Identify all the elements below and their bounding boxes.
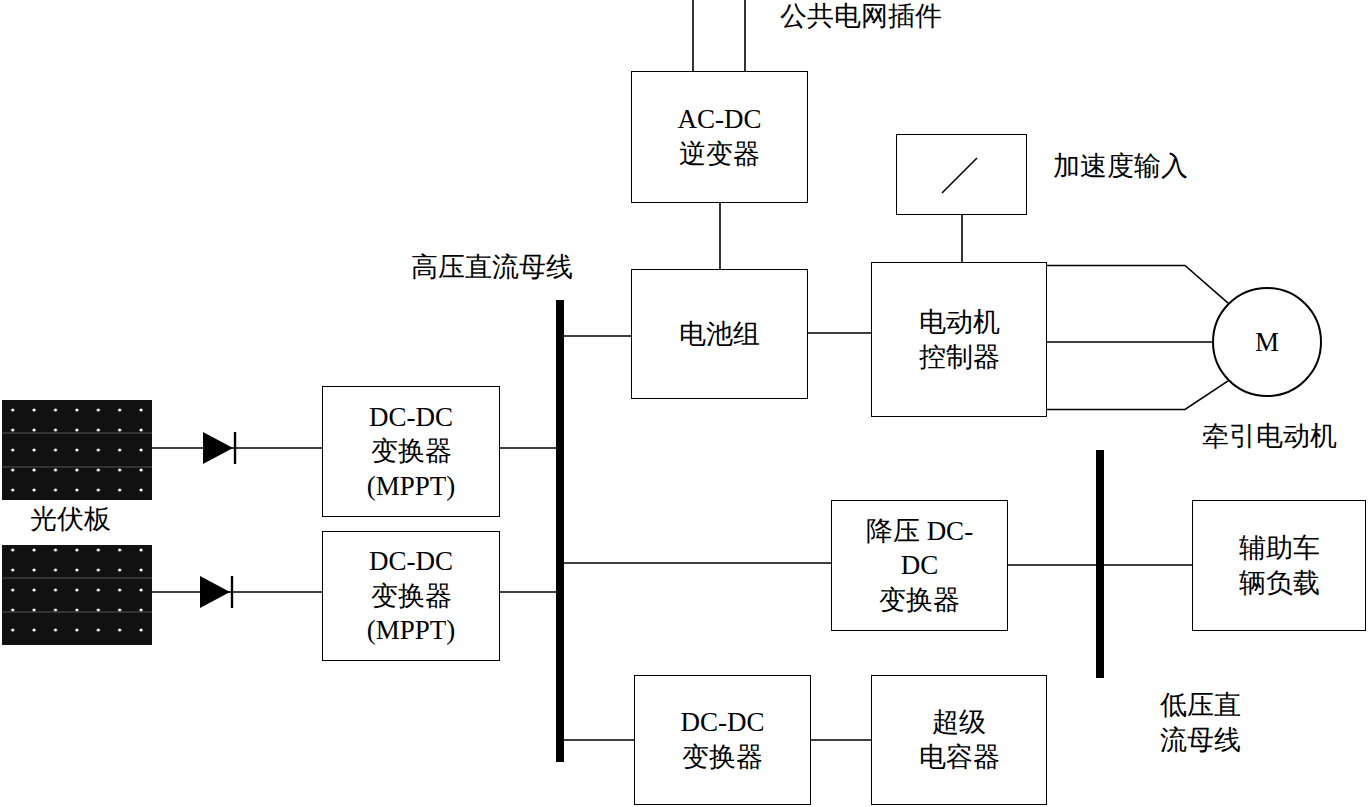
- load-box: 辅助车 辆负载: [1192, 500, 1366, 631]
- node-text: 电池组: [645, 317, 795, 352]
- diode-symbol: [200, 576, 232, 608]
- node-text: 辅助车 辆负载: [1224, 531, 1334, 600]
- node-text: DC-DC 变换器 (MPPT): [352, 544, 470, 648]
- connector-line: [961, 215, 963, 262]
- capacitor-box: 超级 电容器: [871, 675, 1047, 805]
- motor-circle: M牵引电动机: [1212, 287, 1322, 397]
- node-text: 电动机 控制器: [904, 305, 1014, 374]
- node-label: 高压直流母线: [411, 250, 573, 285]
- connector-line: [564, 335, 631, 337]
- solar-panel: [2, 545, 152, 645]
- node-text: M: [1255, 325, 1279, 360]
- connector-line: [500, 591, 556, 593]
- accelerator-box: 加速度输入: [896, 134, 1027, 215]
- panel-wire: [152, 448, 322, 592]
- free-label: 光伏板: [30, 503, 111, 535]
- free-label: 公共电网插件: [780, 0, 942, 32]
- converter-box: DC-DC 变换器: [634, 675, 811, 805]
- node-text: DC-DC 变换器 (MPPT): [352, 400, 470, 504]
- node-label: 低压直 流母线: [1150, 688, 1250, 757]
- plug-lead: [693, 0, 745, 71]
- dc-bus: 高压直流母线: [556, 300, 564, 762]
- connector-line: [1104, 564, 1192, 566]
- connector-line: [1008, 564, 1096, 566]
- node-text: 降压 DC-DC 变换器: [861, 514, 979, 618]
- node-text: AC-DC 逆变器: [660, 102, 780, 171]
- solar-panel: [2, 400, 152, 500]
- node-label: 加速度输入: [1053, 149, 1188, 184]
- connector-line: [564, 562, 831, 564]
- battery-box: 电池组: [631, 269, 808, 399]
- connector-line: [564, 739, 634, 741]
- converter-box: 降压 DC-DC 变换器: [831, 500, 1008, 631]
- dc-bus: 低压直 流母线: [1096, 450, 1104, 678]
- controller-box: 电动机 控制器: [871, 262, 1047, 417]
- node-text: DC-DC 变换器: [664, 705, 782, 774]
- connector-line: [500, 447, 556, 449]
- converter-box: DC-DC 变换器 (MPPT): [322, 531, 500, 661]
- converter-box: DC-DC 变换器 (MPPT): [322, 386, 500, 517]
- node-text: 超级 电容器: [904, 705, 1014, 774]
- inverter-box: AC-DC 逆变器: [631, 71, 808, 203]
- pedal-symbol: [942, 158, 977, 193]
- connector-line: [719, 203, 721, 269]
- connector-line: [808, 332, 871, 334]
- node-label: 牵引电动机: [1202, 419, 1337, 454]
- connector-line: [1047, 266, 1228, 410]
- connector-line: [811, 739, 871, 741]
- diode-symbol: [203, 432, 235, 464]
